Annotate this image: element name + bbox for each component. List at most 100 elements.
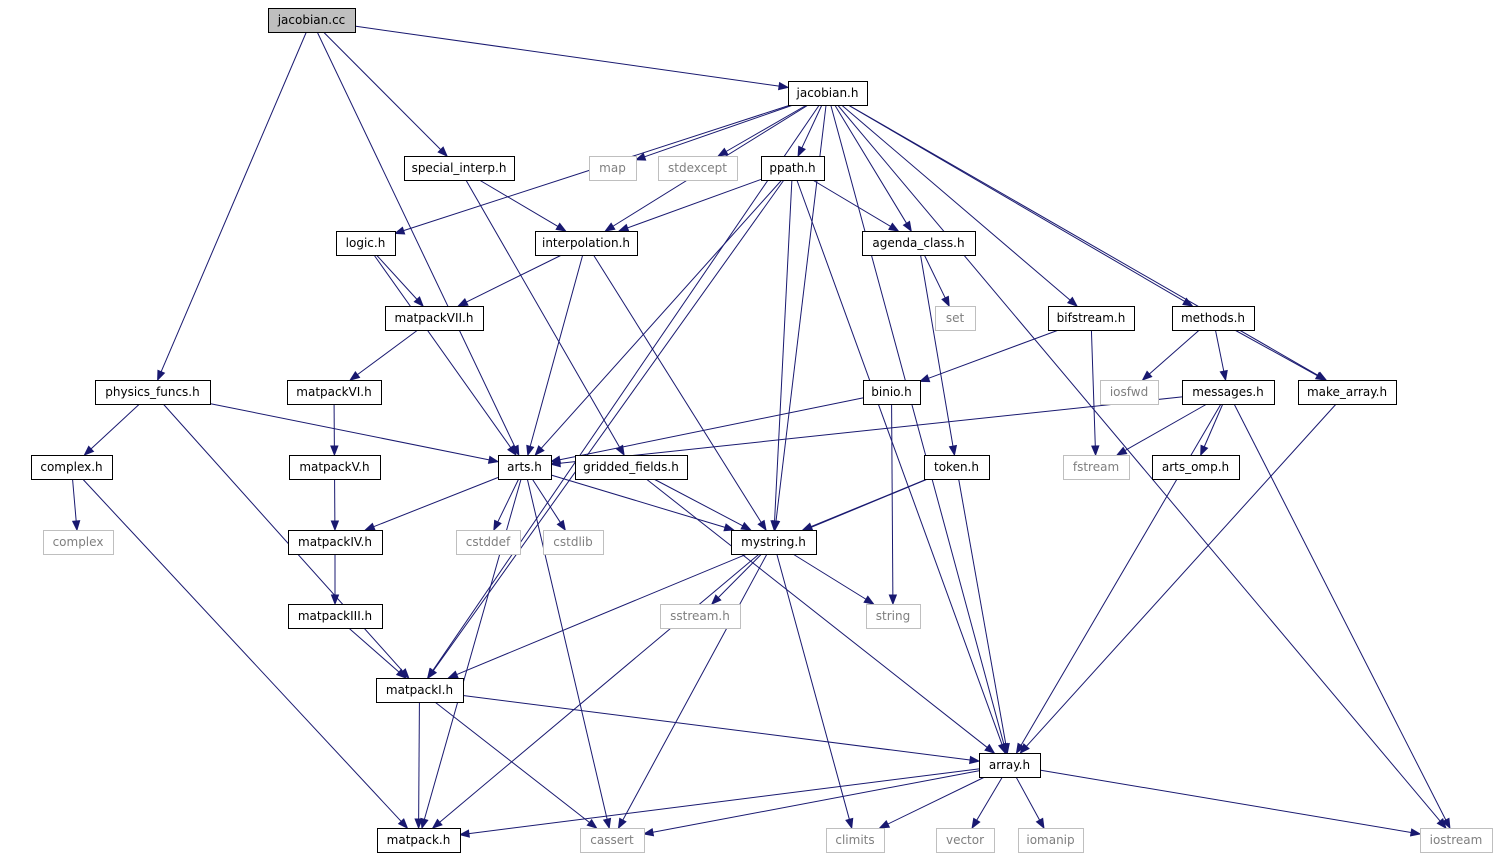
node-token-h[interactable]: token.h [924, 455, 990, 480]
node-matpackIV-h[interactable]: matpackIV.h [288, 530, 383, 555]
node-mystring-h[interactable]: mystring.h [731, 530, 817, 555]
node-box [1172, 306, 1255, 331]
edge-line [1039, 769, 1412, 833]
edge-line [1149, 329, 1200, 375]
node-string: string [866, 604, 921, 629]
node-box [498, 455, 552, 480]
edge-complex_h-to-complex [71, 478, 81, 532]
node-ppath-h[interactable]: ppath.h [761, 156, 825, 181]
arrowhead-icon [83, 445, 95, 456]
arrowhead-icon [349, 370, 361, 381]
node-set: set [935, 306, 976, 331]
arrowhead-icon [778, 81, 790, 91]
edge-line [774, 179, 793, 522]
edge-line [627, 178, 762, 229]
edge-line [432, 104, 820, 671]
edge-line [323, 31, 442, 150]
node-box [761, 156, 825, 181]
node-matpackVI-h[interactable]: matpackVI.h [287, 380, 382, 405]
edge-jacobian_cc-to-physics_funcs_h [157, 31, 307, 382]
node-arts-omp-h[interactable]: arts_omp.h [1152, 455, 1240, 480]
node-physics-funcs-h[interactable]: physics_funcs.h [95, 380, 211, 405]
arrowhead-icon [431, 818, 443, 829]
arrowhead-icon [526, 444, 535, 457]
node-box [268, 8, 356, 33]
node-label: arts.h [507, 460, 542, 474]
edge-special_interp_h-to-gridded_fields_h [465, 179, 625, 457]
node-messages-h[interactable]: messages.h [1182, 380, 1275, 405]
node-bifstream-h[interactable]: bifstream.h [1048, 306, 1135, 331]
node-label: matpackVII.h [395, 311, 474, 325]
edge-arts_h-to-cassert [526, 478, 612, 830]
node-box [1048, 306, 1135, 331]
node-label: iostream [1430, 833, 1483, 847]
node-make-array-h[interactable]: make_array.h [1298, 380, 1397, 405]
node-label: cassert [590, 833, 634, 847]
edge-messages_h-to-fstream [1115, 403, 1208, 456]
node-cassert: cassert [580, 828, 645, 853]
edge-line [316, 31, 516, 448]
node-label: stdexcept [668, 161, 727, 175]
node-label: cstddef [466, 535, 511, 549]
edge-methods_h-to-make_array_h [1234, 329, 1327, 381]
arrowhead-icon [969, 755, 981, 765]
edge-matpackI_h-to-cassert [434, 701, 598, 829]
edge-line [593, 254, 762, 523]
node-label: complex [53, 535, 104, 549]
node-gridded-fields-h[interactable]: gridded_fields.h [575, 455, 688, 480]
node-label: arts_omp.h [1162, 460, 1229, 474]
node-special-interp-h[interactable]: special_interp.h [404, 156, 515, 181]
node-logic-h[interactable]: logic.h [336, 231, 396, 256]
edge-line [531, 478, 561, 523]
edge-line [652, 770, 980, 833]
node-label: methods.h [1181, 311, 1245, 325]
node-matpackV-h[interactable]: matpackV.h [289, 455, 381, 480]
edge-line [559, 396, 1183, 464]
node-box [1152, 455, 1240, 480]
node-binio-h[interactable]: binio.h [863, 380, 921, 405]
node-matpackIII-h[interactable]: matpackIII.h [288, 604, 383, 629]
edge-line [354, 25, 780, 87]
node-jacobian-cc[interactable]: jacobian.cc [268, 8, 356, 33]
arrowhead-icon [710, 594, 722, 605]
arrowhead-icon [770, 520, 779, 532]
edge-matpackIII_h-to-matpackI_h [348, 627, 407, 679]
arrowhead-icon [1219, 369, 1228, 382]
edge-physics_funcs_h-to-arts_h [209, 403, 500, 464]
node-matpack-h[interactable]: matpack.h [377, 828, 461, 853]
arrowhead-icon [602, 817, 612, 830]
node-array-h[interactable]: array.h [979, 753, 1041, 778]
arrowhead-icon [1015, 742, 1025, 755]
edge-interpolation_h-to-mystring_h [593, 254, 767, 532]
node-complex-h[interactable]: complex.h [31, 455, 113, 480]
edge-arts_h-to-matpackIV_h [364, 477, 499, 531]
node-agenda-class-h[interactable]: agenda_class.h [862, 231, 976, 256]
edge-ppath_h-to-matpackI_h [427, 179, 785, 680]
node-climits: climits [826, 828, 885, 853]
node-label: fstream [1073, 460, 1119, 474]
arrowhead-icon [617, 817, 627, 830]
node-matpackVII-h[interactable]: matpackVII.h [385, 306, 484, 331]
node-interpolation-h[interactable]: interpolation.h [535, 231, 638, 256]
edge-complex_h-to-matpack_h [82, 478, 409, 830]
edge-mystring_h-to-matpack_h [431, 553, 760, 829]
edge-logic_h-to-matpackVII_h [376, 254, 424, 308]
node-vector: vector [936, 828, 995, 853]
edge-line [928, 329, 1059, 379]
node-arts-h[interactable]: arts.h [498, 455, 552, 480]
node-methods-h[interactable]: methods.h [1172, 306, 1255, 331]
arrowhead-icon [948, 444, 958, 457]
node-box [287, 380, 382, 405]
edge-bifstream_h-to-binio_h [918, 329, 1059, 383]
node-label: matpackVI.h [296, 385, 371, 399]
arrowhead-icon [617, 223, 630, 232]
node-jacobian-h[interactable]: jacobian.h [788, 81, 868, 106]
node-matpackI-h[interactable]: matpackI.h [376, 678, 464, 703]
arrowhead-icon [487, 455, 500, 464]
edge-jacobian_h-to-methods_h [847, 104, 1194, 307]
edge-matpackV_h-to-matpackIV_h [330, 478, 340, 532]
edge-line [456, 478, 928, 676]
arrowhead-icon [397, 818, 409, 830]
node-box [826, 828, 885, 853]
